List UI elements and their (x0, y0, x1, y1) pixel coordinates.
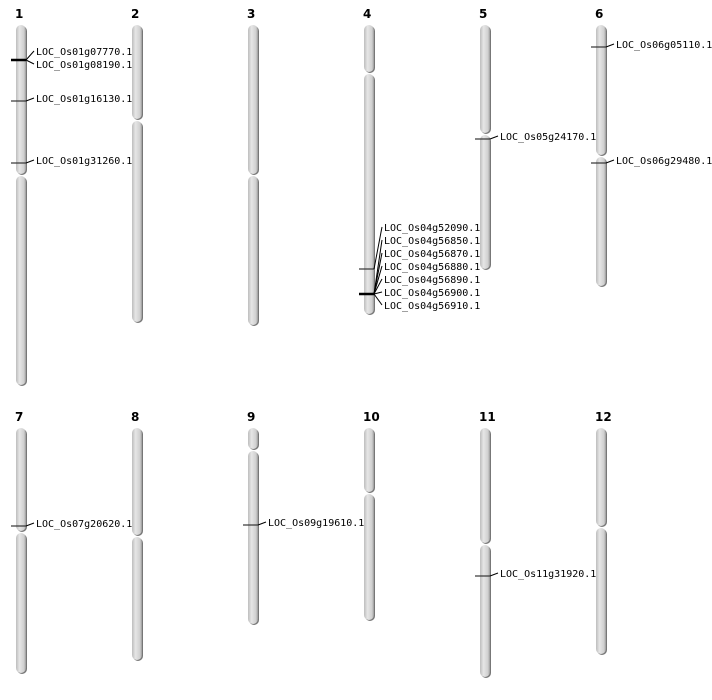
chromosome-short-arm (16, 25, 26, 174)
chromosome-number-label: 7 (15, 410, 23, 424)
gene-label: LOC_Os04g56880.1 (384, 262, 480, 273)
chromosome-long-arm (248, 176, 258, 325)
chromosome-short-arm (132, 428, 142, 535)
gene-connector-line (25, 522, 35, 527)
chromosome-short-arm (596, 25, 606, 155)
gene-label: LOC_Os01g07770.1 (36, 47, 132, 58)
gene-connector-line (373, 291, 383, 295)
chromosome-short-arm (480, 25, 490, 133)
chromosome-number-label: 9 (247, 410, 255, 424)
gene-label: LOC_Os04g52090.1 (384, 223, 480, 234)
gene-label: LOC_Os07g20620.1 (36, 519, 132, 530)
chromosome-long-arm (248, 451, 258, 624)
gene-connector-line (605, 43, 615, 48)
gene-connector-line (25, 50, 35, 61)
gene-connector-line (373, 252, 383, 295)
chromosome-long-arm (132, 121, 142, 322)
chromosome-long-arm (480, 135, 490, 269)
gene-label: LOC_Os04g56890.1 (384, 275, 480, 286)
chromosome-short-arm (248, 428, 258, 449)
chromosome-number-label: 11 (479, 410, 496, 424)
gene-label: LOC_Os06g05110.1 (616, 40, 712, 51)
chromosome-short-arm (132, 25, 142, 119)
gene-connector-line (605, 159, 615, 164)
chromosome-number-label: 6 (595, 7, 603, 21)
chromosome-number-label: 10 (363, 410, 380, 424)
gene-connector-line (373, 278, 383, 295)
chromosome-number-label: 5 (479, 7, 487, 21)
chromosome-short-arm (248, 25, 258, 174)
chromosome-short-arm (364, 25, 374, 72)
gene-connector-line (373, 293, 383, 306)
gene-label: LOC_Os05g24170.1 (500, 132, 596, 143)
chromosome-number-label: 3 (247, 7, 255, 21)
chromosome-long-arm (480, 545, 490, 677)
gene-connector-line (257, 521, 267, 526)
chromosome-long-arm (596, 157, 606, 286)
gene-connector-line (373, 265, 383, 295)
gene-label: LOC_Os01g08190.1 (36, 60, 132, 71)
gene-label: LOC_Os04g56870.1 (384, 249, 480, 260)
gene-connector-line (489, 135, 499, 140)
chromosome-long-arm (16, 176, 26, 385)
chromosome-number-label: 8 (131, 410, 139, 424)
chromosome-number-label: 12 (595, 410, 612, 424)
gene-connector-line (489, 572, 499, 577)
chromosome-short-arm (364, 428, 374, 492)
chromosome-long-arm (364, 494, 374, 620)
chromosome-short-arm (16, 428, 26, 531)
gene-label: LOC_Os04g56900.1 (384, 288, 480, 299)
chromosome-number-label: 1 (15, 7, 23, 21)
chromosome-long-arm (364, 74, 374, 314)
gene-connector-line (373, 226, 383, 270)
gene-label: LOC_Os09g19610.1 (268, 518, 364, 529)
chromosome-number-label: 2 (131, 7, 139, 21)
gene-label: LOC_Os06g29480.1 (616, 156, 712, 167)
gene-connector-line (25, 97, 35, 102)
chromosome-short-arm (480, 428, 490, 543)
gene-label: LOC_Os04g56910.1 (384, 301, 480, 312)
gene-label: LOC_Os01g31260.1 (36, 156, 132, 167)
gene-label: LOC_Os01g16130.1 (36, 94, 132, 105)
chromosome-long-arm (16, 533, 26, 673)
chromosome-short-arm (596, 428, 606, 526)
gene-connector-line (25, 159, 35, 164)
chromosome-long-arm (596, 528, 606, 654)
chromosome-number-label: 4 (363, 7, 371, 21)
gene-connector-line (25, 59, 35, 65)
gene-label: LOC_Os11g31920.1 (500, 569, 596, 580)
chromosome-long-arm (132, 537, 142, 660)
gene-label: LOC_Os04g56850.1 (384, 236, 480, 247)
